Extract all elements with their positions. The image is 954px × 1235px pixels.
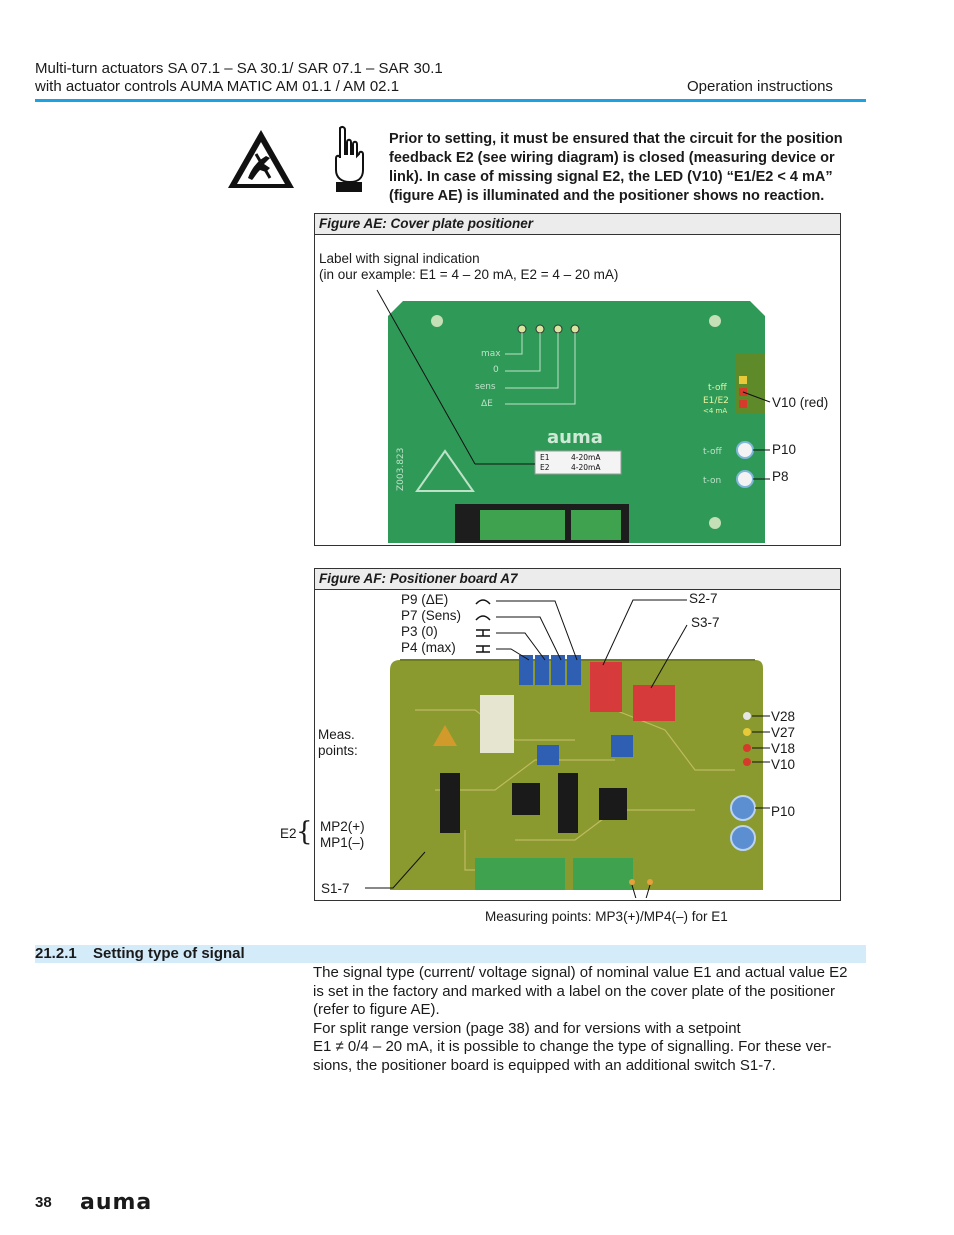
esd-warning-icon	[228, 130, 294, 188]
board-label-e1-value: 4-20mA	[571, 453, 601, 462]
figure-ae-label-line1: Label with signal indication	[319, 251, 480, 266]
header-rule	[35, 99, 866, 102]
label-p3: P3 (0)	[401, 624, 438, 639]
label-v28: V28	[771, 709, 796, 724]
cover-plate-image: max 0 sens ΔE auma E1 4-20mA E2 4-20mA Z…	[376, 289, 771, 543]
label-mp-e1: Measuring points: MP3(+)/MP4(–) for E1	[485, 909, 728, 924]
led-v27	[743, 728, 751, 736]
board-serial: Z003.823	[396, 448, 406, 491]
legend-sens: sens	[475, 382, 496, 392]
connector-x2	[573, 858, 633, 890]
label-v27: V27	[771, 725, 796, 740]
positioner-board-image	[365, 599, 770, 898]
label-s3: S3-7	[691, 615, 720, 630]
callout-p8: P8	[772, 469, 789, 484]
connector-x1	[475, 858, 565, 890]
header-title-line1: Multi-turn actuators SA 07.1 – SA 30.1/ …	[35, 60, 443, 77]
led-v18	[743, 744, 751, 752]
section-paragraph-1: The signal type (current/ voltage signal…	[313, 964, 848, 1019]
label-meas-line2: points:	[318, 743, 358, 758]
section-number: 21.2.1	[35, 945, 77, 962]
knob-p10	[730, 795, 756, 821]
auma-logo: auma	[80, 1190, 153, 1215]
label-v18: V18	[771, 741, 796, 756]
label-s1: S1-7	[321, 881, 350, 896]
knob-ton-label: t-on	[703, 476, 721, 486]
warning-text: Prior to setting, it must be ensured tha…	[389, 131, 843, 204]
label-v10: V10	[771, 757, 796, 772]
board-label-e1-name: E1	[540, 453, 550, 462]
header-doc-type: Operation instructions	[687, 78, 833, 95]
callout-p10: P10	[772, 442, 797, 457]
led-red-2	[739, 400, 747, 408]
board-brand: auma	[547, 427, 603, 448]
section-paragraph-2a: For split range version (page 38) and fo…	[313, 1019, 741, 1037]
legend-max: max	[481, 349, 501, 359]
knob-p8	[730, 825, 756, 851]
board-label-e2-value: 4-20mA	[571, 463, 601, 472]
knob-toff-label: t-off	[703, 447, 722, 457]
label-p10: P10	[771, 804, 796, 819]
pot-symbols	[475, 599, 491, 653]
label-e2: E2	[280, 826, 297, 841]
label-p7: P7 (Sens)	[401, 608, 462, 623]
callout-v10: V10 (red)	[772, 395, 829, 410]
side-toff: t-off	[708, 383, 727, 393]
legend-zero: 0	[493, 365, 499, 375]
board-label-e2-name: E2	[540, 463, 550, 472]
led-yellow	[739, 376, 747, 384]
pot-p9-p7-p3-p4	[519, 655, 581, 685]
label-p9: P9 (ΔE)	[401, 592, 449, 607]
relay-left	[440, 773, 460, 833]
section-bar	[35, 945, 866, 963]
switch-s3	[633, 685, 675, 721]
legend-de: ΔE	[481, 399, 493, 409]
section-body: The signal type (current/ voltage signal…	[313, 964, 858, 1076]
led-v28	[743, 712, 751, 720]
side-e1e2: E1/E2	[703, 396, 729, 406]
label-p4: P4 (max)	[401, 640, 456, 655]
figure-af-caption: Figure AF: Positioner board A7	[315, 569, 840, 590]
page-number: 38	[35, 1194, 52, 1211]
label-mp1: MP1(–)	[320, 835, 365, 850]
section-paragraph-2b: E1 ≠ 0/4 – 20 mA, it is possible to chan…	[313, 1038, 832, 1056]
label-mp2: MP2(+)	[320, 819, 365, 834]
header-title-line2: with actuator controls AUMA MATIC AM 01.…	[35, 78, 400, 95]
esd-mark-icon	[415, 449, 475, 492]
e2-brace: {	[296, 817, 313, 847]
knob-p8	[736, 470, 754, 488]
switch-s2	[590, 662, 622, 712]
hand-caution-icon	[335, 125, 364, 192]
label-meas-line1: Meas.	[318, 727, 355, 742]
figure-ae-label-line2: (in our example: E1 = 4 – 20 mA, E2 = 4 …	[319, 267, 619, 282]
side-lt4ma: <4 mA	[703, 407, 727, 415]
figure-ae-caption: Figure AE: Cover plate positioner	[315, 214, 840, 235]
pot-holes	[517, 324, 580, 334]
relay-right	[558, 773, 578, 833]
label-s2: S2-7	[689, 591, 718, 606]
section-paragraph-2c: sions, the positioner board is equipped …	[313, 1056, 776, 1074]
led-v10	[743, 758, 751, 766]
knob-p10	[736, 441, 754, 459]
section-title: Setting type of signal	[93, 945, 245, 962]
